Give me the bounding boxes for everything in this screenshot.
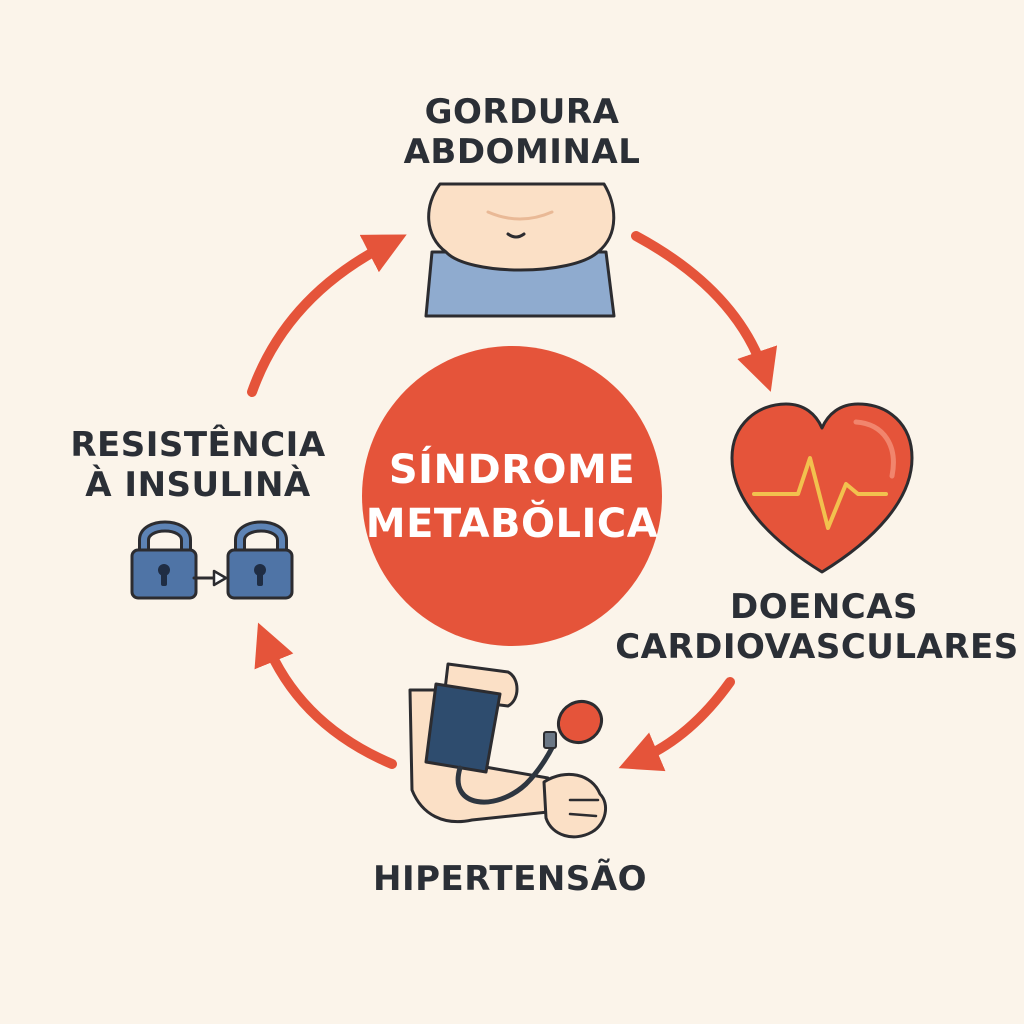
node-hypertension: HIPERTENSÃO: [373, 662, 647, 899]
center-node: SÍNDROME METABŎLICA: [362, 346, 662, 646]
insulin-resistance-label-line1: RESISTÊNCIA: [70, 424, 326, 465]
arrow-abdominal-to-cardiovascular: [631, 231, 778, 392]
padlocks-icon: [130, 520, 294, 600]
center-title-line1: SÍNDROME: [389, 445, 635, 493]
cardiovascular-label-line1: DOENCAS: [730, 587, 918, 627]
center-circle: [362, 346, 662, 646]
node-insulin-resistance: RESISTÊNCIA À INSULINÀ: [70, 424, 326, 600]
belly-icon: [424, 182, 616, 318]
node-cardiovascular: DOENCAS CARDIOVASCULARES: [615, 402, 1019, 667]
abdominal-fat-label-line1: GORDURA: [425, 92, 620, 132]
hypertension-label: HIPERTENSÃO: [373, 858, 647, 899]
blood-pressure-cuff-icon: [408, 662, 608, 839]
insulin-resistance-label-line2: À INSULINÀ: [85, 464, 311, 505]
cardiovascular-label-line2: CARDIOVASCULARES: [615, 627, 1019, 667]
arrow-hypertension-to-insulin: [254, 622, 397, 769]
center-title-line2: METABŎLICA: [366, 499, 658, 547]
node-abdominal-fat: GORDURA ABDOMINAL: [404, 92, 641, 318]
arrow-insulin-to-abdominal: [247, 234, 407, 397]
heart-ecg-icon: [730, 402, 914, 574]
cycle-arrows: [247, 231, 778, 772]
abdominal-fat-label-line2: ABDOMINAL: [404, 132, 641, 172]
arrow-cardiovascular-to-hypertension: [618, 677, 735, 772]
